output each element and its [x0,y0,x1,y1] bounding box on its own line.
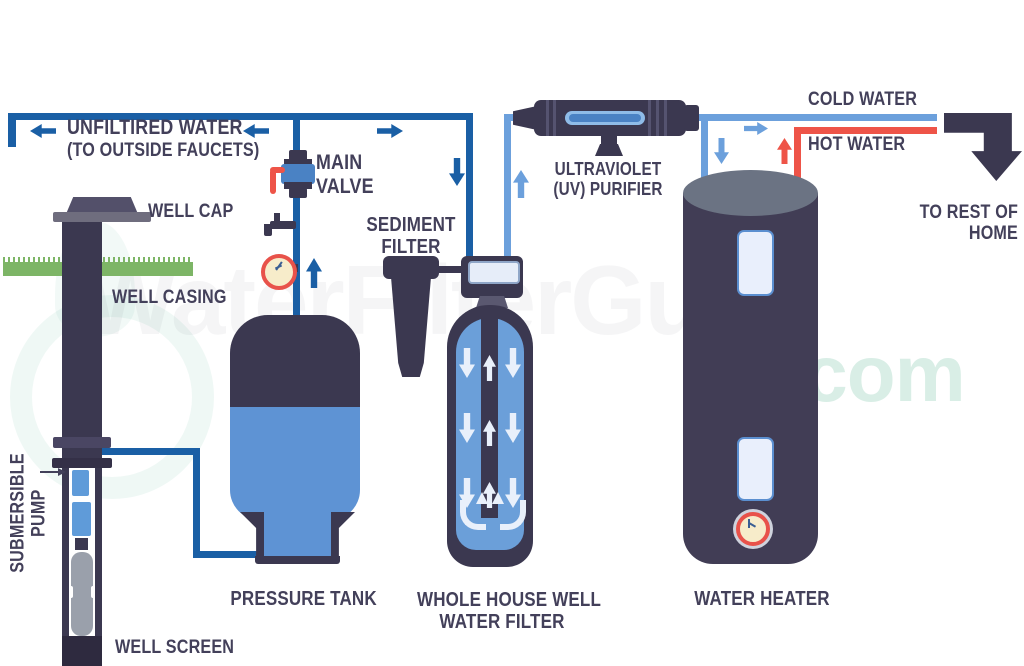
flow-arrow-up-icon [513,170,529,198]
label-uv-purifier: ULTRAVIOLET (UV) PURIFIER [544,159,672,199]
pipe-well-vertical [193,448,200,558]
submersible-pump-top [72,502,91,536]
label-whole-house-filter: WHOLE HOUSE WELL WATER FILTER [417,589,602,634]
uv-band [656,100,659,136]
filter-uturn-arrow-icon [460,500,486,530]
flow-arrow-left-icon [30,124,56,138]
casing-coupling [53,437,111,448]
label-line: UNFILTIRED WATER [67,116,243,139]
watermark-text: WaterFilterGuru [84,245,798,355]
label-cold-water: COLD WATER [808,89,918,110]
label-line: TO REST OF [919,202,1018,223]
uv-band [664,100,667,136]
flow-arrow-right-icon [377,124,403,138]
pump-leader-arrowhead-icon [58,468,66,476]
label-submersible-pump: SUBMERSIBLE PUMP [7,453,51,573]
label-well-casing: WELL CASING [112,287,227,308]
pipe-unfiltered-top [8,113,473,120]
pump-drop-pipe [72,470,89,496]
pressure-tank-base-water [264,512,331,556]
label-to-rest-of-home: TO REST OF HOME [908,202,1019,245]
well-cap-icon [53,212,151,222]
valve-band [284,159,312,166]
label-sediment-filter: SEDIMENT FILTER [360,214,462,259]
well-cap-icon [66,197,138,214]
heater-panel [737,437,774,501]
heater-gauge-icon [736,512,770,546]
pressure-tank [230,315,360,520]
valve-handle [270,169,276,194]
pipe-filter-inlet-drop [466,113,473,265]
spigot-icon [264,224,272,236]
uv-mount [595,144,623,156]
pump-connector [75,538,88,550]
pipe-heater-hot-riser [794,127,801,189]
to-rest-of-home-arrow-icon [944,113,1022,181]
label-hot-water: HOT WATER [808,134,906,155]
label-main-valve: MAIN VALVE [316,151,374,198]
label-line: (UV) PURIFIER [553,179,663,200]
pipe-main-riser [293,113,300,328]
spigot-icon [270,221,296,229]
sediment-filter-cap [383,256,439,279]
pipe-filter-outlet-riser [504,116,511,264]
pipe-hot-water [794,127,937,134]
pressure-tank-base-edge [255,556,340,564]
valve-flange-top [289,150,307,161]
flow-arrow-left-icon [243,124,269,138]
label-line: MAIN [316,151,363,174]
pump-leader-line [40,471,60,473]
label-line: HOME [968,223,1018,245]
filter-center-column [481,318,498,518]
valve-flange-bottom [289,188,307,198]
label-line: SUBMERSIBLE [7,453,29,573]
sediment-filter-housing [391,277,431,377]
label-line: SEDIMENT [366,214,456,236]
flow-arrow-down-icon [714,138,729,164]
label-line: WATER FILTER [439,611,565,634]
pipe-well-horizontal [100,448,200,455]
label-pressure-tank: PRESSURE TANK [230,588,377,610]
label-water-heater: WATER HEATER [694,588,830,610]
well-screen-section [62,636,102,666]
uv-right-cap [684,105,699,131]
flow-arrow-right-icon [744,122,768,135]
uv-lamp [569,114,641,122]
filter-uturn-arrow-icon [500,500,526,530]
casing-coupling [52,458,112,468]
flow-arrow-down-icon [449,158,465,186]
spigot-icon [274,213,280,223]
water-heater-top [683,170,818,216]
uv-band [553,100,556,136]
label-well-cap: WELL CAP [148,201,234,222]
main-valve-body [281,164,315,184]
uv-band [546,100,549,136]
sediment-filter-connector [432,266,466,273]
label-well-screen: WELL SCREEN [115,637,235,658]
filter-display-screen [468,261,520,284]
flow-arrow-up-icon [777,138,792,164]
label-line: (TO OUTSIDE FAUCETS) [67,139,260,161]
pump-waist-notch [69,586,73,598]
label-unfiltered-water: UNFILTIRED WATER (TO OUTSIDE FAUCETS) [67,116,260,161]
valve-handle [270,167,285,173]
pipe-well-to-tank [193,551,271,558]
uv-mount [601,135,617,145]
valve-band [284,182,312,189]
pipe-heater-cold-drop [701,119,708,191]
heater-panel [737,230,774,296]
submersible-pump-body [71,552,93,636]
label-line: PUMP [29,489,50,537]
pressure-gauge-icon [261,254,297,290]
label-line: WHOLE HOUSE WELL [417,589,602,611]
pipe-cold-water [504,114,937,121]
uv-band [648,100,651,136]
pump-waist-notch [91,586,95,598]
label-line: ULTRAVIOLET [554,159,662,179]
label-line: FILTER [381,236,441,259]
pipe-unfiltered-left-stub [8,113,16,147]
label-line: VALVE [316,174,374,198]
